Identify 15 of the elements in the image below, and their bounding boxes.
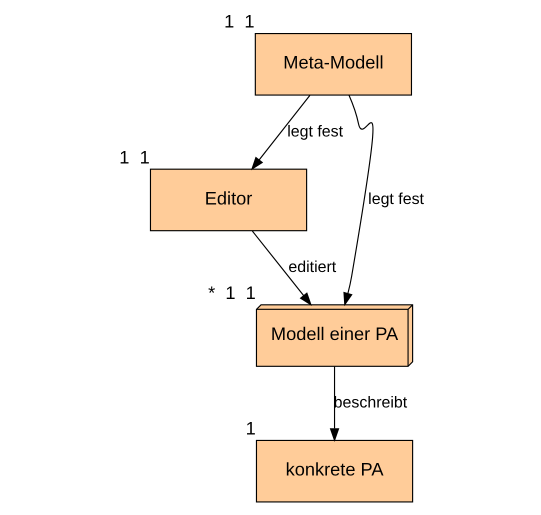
arrow <box>329 366 339 442</box>
node-label: 1 <box>245 418 256 439</box>
arrow <box>342 94 373 306</box>
node-label: 1 1 <box>224 10 254 32</box>
node-box: konkrete PA <box>255 440 413 503</box>
node-label: 1 1 <box>118 146 150 168</box>
edge-label: legt fest <box>286 123 343 140</box>
edge-label: legt fest <box>368 191 424 208</box>
arrow <box>251 230 312 306</box>
node-box: Editor <box>149 168 307 232</box>
node-box: Meta-Modell <box>254 32 412 96</box>
edge-label: beschreibt <box>333 394 407 412</box>
arrow <box>250 95 310 170</box>
node-label: * 1 1 <box>208 282 256 303</box>
edge-label: editiert <box>288 258 336 276</box>
